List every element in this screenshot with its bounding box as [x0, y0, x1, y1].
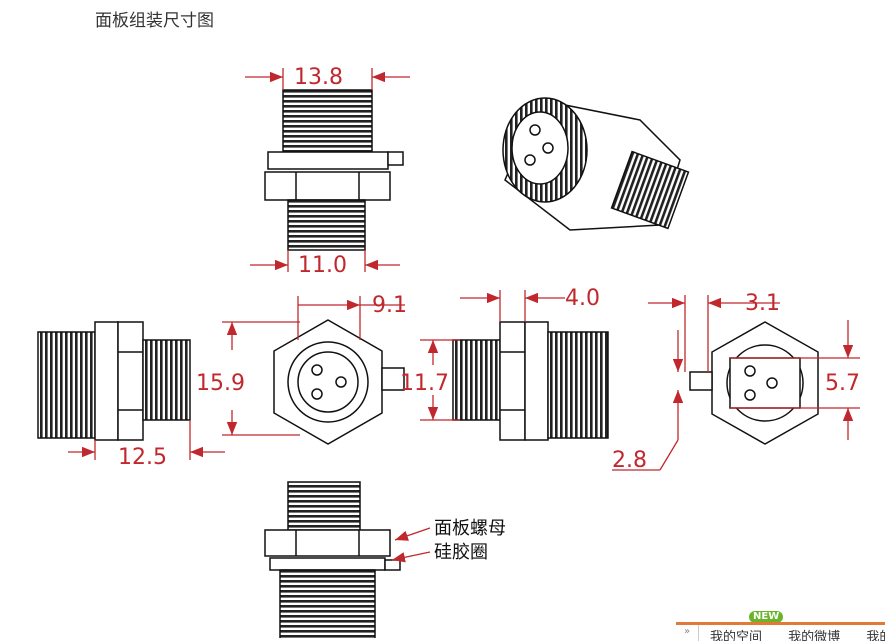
right-side-view [452, 321, 609, 441]
toolbar-item-weibo[interactable]: 我的微博 [788, 630, 841, 641]
expand-button[interactable]: » [676, 625, 699, 641]
drawing-title: 面板组装尺寸图 [95, 11, 214, 31]
toolbar-item-more[interactable]: 我的 [866, 630, 885, 641]
callout-panel-nut: 面板螺母 [434, 518, 506, 539]
toolbar-item-space[interactable]: 我的空间 [710, 630, 763, 641]
dim-side-length: 12.5 [118, 445, 167, 470]
bottom-view [264, 481, 401, 638]
callout-silicone-ring: 硅胶圈 [434, 542, 488, 563]
dim-rear-flange: 4.0 [565, 286, 600, 311]
rear-view [689, 321, 819, 445]
dim-front-height: 15.9 [196, 371, 245, 396]
front-view [273, 319, 405, 445]
isometric-view [502, 97, 690, 231]
dim-top-thread: 13.8 [294, 65, 343, 90]
new-badge: NEW [749, 611, 784, 623]
dim-pin-offset: 3.1 [745, 291, 780, 316]
dim-pin-spacing: 5.7 [825, 371, 860, 396]
bottom-toolbar: » 我的空间 我的微博 我的 [676, 622, 885, 641]
dim-top-lower-thread: 11.0 [298, 253, 347, 278]
left-side-view [37, 321, 191, 441]
top-view [264, 89, 404, 251]
dim-front-offset: 9.1 [372, 293, 407, 318]
dim-rear-thread: 11.7 [400, 371, 449, 396]
dim-tab-width: 2.8 [612, 448, 647, 473]
